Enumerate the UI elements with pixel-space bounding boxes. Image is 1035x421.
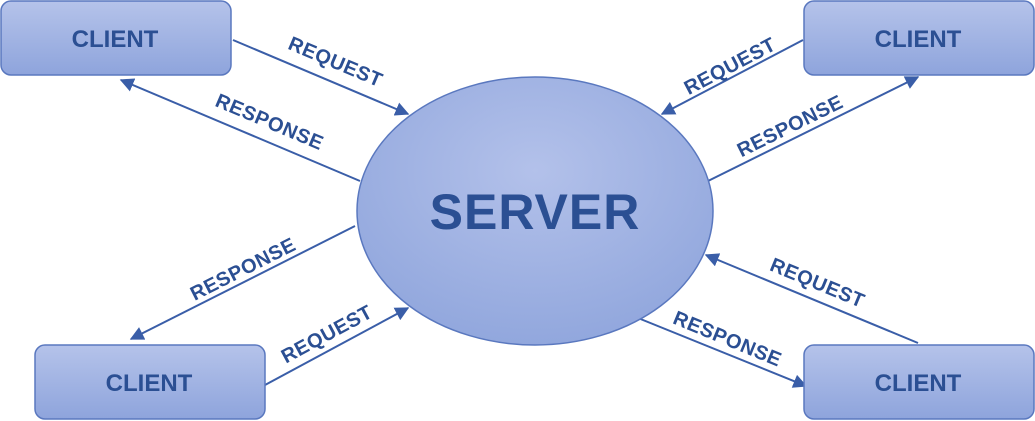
bottom-right-request-label: REQUEST	[767, 254, 868, 313]
top-right-response-label: RESPONSE	[734, 91, 847, 162]
top-right-request-label: REQUEST	[681, 34, 780, 100]
client-node-top-right: CLIENT	[803, 0, 1035, 76]
bottom-left-request-label: REQUEST	[278, 301, 377, 368]
bottom-right-response-label: RESPONSE	[670, 307, 785, 371]
bottom-left-response-label: RESPONSE	[187, 234, 300, 306]
top-right-response-arrow	[707, 76, 920, 182]
client-node-top-left: CLIENT	[0, 0, 232, 76]
bottom-right-request-arrow	[704, 253, 919, 344]
server-node: SERVER	[356, 76, 714, 346]
client-label-bottom-right: CLIENT	[875, 370, 962, 397]
client-label-top-left: CLIENT	[72, 26, 159, 53]
client-node-bottom-right: CLIENT	[803, 344, 1035, 420]
client-label-top-right: CLIENT	[875, 26, 962, 53]
top-left-response-label: RESPONSE	[212, 90, 327, 155]
bottom-left-request-arrow	[264, 307, 410, 386]
client-node-bottom-left: CLIENT	[34, 344, 266, 420]
top-left-request-arrow	[232, 39, 410, 116]
server-label: SERVER	[430, 184, 641, 240]
bottom-left-response-arrow	[129, 225, 356, 340]
client-label-bottom-left: CLIENT	[106, 370, 193, 397]
top-right-request-arrow	[660, 39, 804, 115]
bottom-right-response-arrow	[637, 317, 808, 388]
top-left-response-arrow	[119, 78, 361, 182]
